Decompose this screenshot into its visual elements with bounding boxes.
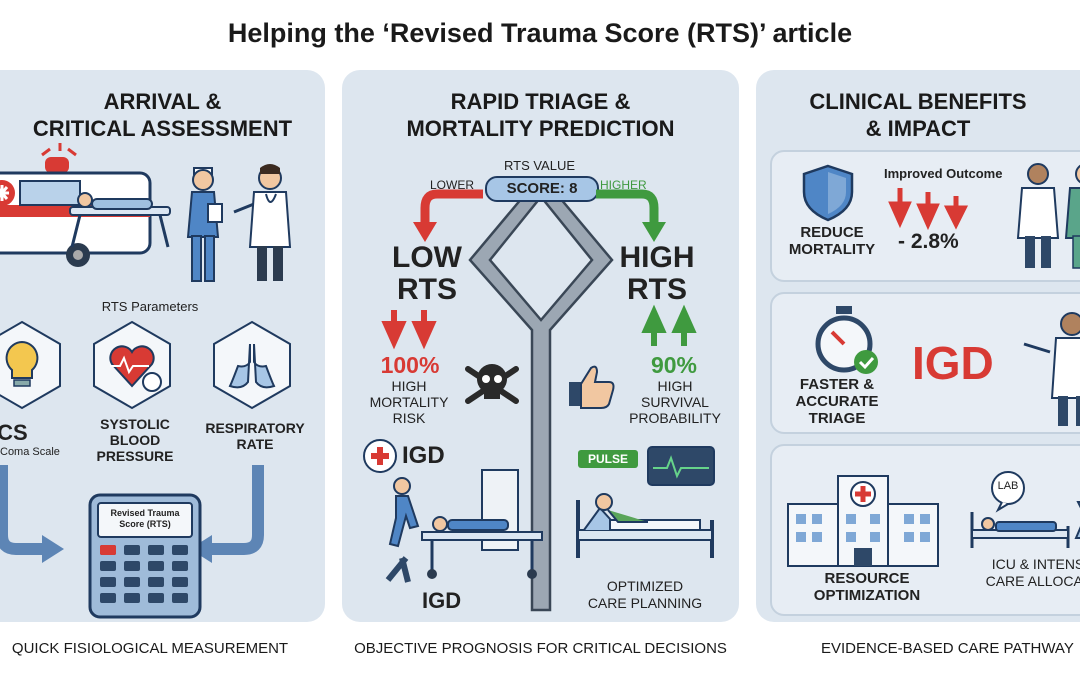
gcs-label: GCS (0, 420, 28, 445)
panel-benefits: CLINICAL BENEFITS & IMPACT REDUCE MORTAL… (756, 70, 1080, 622)
hospital-bed-icon (576, 493, 714, 558)
igd-bottom-label: IGD (422, 588, 462, 613)
icu-allocation-label: ICU & INTENS CARE ALLOCAT (985, 556, 1080, 589)
panel3-heading: CLINICAL BENEFITS & IMPACT (756, 88, 1080, 142)
decrease-arrows-icon (888, 188, 969, 231)
calculator-icon (88, 493, 202, 619)
panel2-caption: OBJECTIVE PROGNOSIS FOR CRITICAL DECISIO… (354, 640, 727, 657)
mortality-delta-value: - 2.8% (898, 230, 959, 253)
faster-triage-label: FASTER & ACCURATE TRIAGE (795, 376, 879, 427)
doctor-pointing-icon (1023, 312, 1080, 426)
survival-label: HIGH SURVIVAL PROBABILITY (629, 378, 721, 426)
page-title: Helping the ‘Revised Trauma Score (RTS)’… (227, 18, 853, 48)
up-arrows-icon (641, 304, 697, 346)
score-badge: SCORE: 8 (485, 176, 599, 202)
panel2-heading-line1: RAPID TRIAGE & (450, 89, 631, 114)
panel3-caption: EVIDENCE-BASED CARE PATHWAY (821, 640, 1074, 657)
high-rts-label: HIGH RTS (619, 241, 695, 306)
rts-parameters-label: RTS Parameters (101, 299, 199, 314)
medical-cross-icon (363, 439, 397, 473)
resource-card: RESOURCE OPTIMIZATION LAB ICU & INTENS C… (770, 444, 1080, 616)
lower-label: LOWER (430, 178, 475, 192)
panel-triage: RAPID TRIAGE & MORTALITY PREDICTION RTS … (342, 70, 739, 622)
reduce-mortality-card: REDUCE MORTALITY Improved Outcome - 2.8% (770, 150, 1080, 282)
lab-label: LAB (997, 480, 1019, 492)
icu-bed-icon (970, 501, 1080, 548)
care-team-icon (1016, 163, 1080, 269)
panel3-heading-line2: & IMPACT (865, 116, 971, 141)
brain-lightbulb-icon (0, 320, 61, 410)
panel3-heading-line1: CLINICAL BENEFITS (809, 89, 1027, 114)
bp-label: SYSTOLIC BLOOD PRESSURE (96, 416, 174, 464)
flow-arrows-icon (0, 465, 264, 563)
low-rts-label: LOW RTS (392, 241, 462, 306)
panel1-caption: QUICK FISIOLOGICAL MEASUREMENT (11, 640, 289, 657)
panel2-heading-line2: MORTALITY PREDICTION (406, 116, 675, 141)
igd-big-label: IGD (912, 337, 994, 389)
lab-bubble-icon (991, 471, 1025, 513)
nurse-figure-icon (186, 167, 223, 282)
lower-arrow-icon (413, 189, 483, 242)
pulse-tag: PULSE (578, 450, 638, 468)
panel1-heading-line1: ARRIVAL & (103, 89, 222, 114)
igd-top-label: IGD (402, 442, 445, 469)
hospital-building-icon (787, 475, 939, 567)
resource-optimization-label: RESOURCE OPTIMIZATION (813, 570, 921, 604)
doctor-figure-icon (233, 164, 292, 281)
high-percent: 90% (650, 352, 698, 378)
improved-outcome-label: Improved Outcome (884, 166, 1003, 181)
stopwatch-icon (815, 306, 878, 374)
skull-icon (465, 364, 519, 404)
shield-icon (802, 164, 854, 222)
heart-monitor-icon (647, 446, 715, 486)
panel2-heading: RAPID TRIAGE & MORTALITY PREDICTION (342, 88, 739, 142)
lungs-icon (213, 320, 291, 410)
rr-label: RESPIRATORY RATE (205, 420, 305, 452)
rts-value-label: RTS VALUE (503, 158, 576, 173)
thumbs-up-icon (569, 365, 615, 409)
faster-triage-card: FASTER & ACCURATE TRIAGE IGD (770, 292, 1080, 434)
stretcher-scene-icon (385, 469, 543, 583)
gcs-sublabel: Coma Scale (0, 446, 60, 458)
higher-label: HIGHER (600, 178, 647, 192)
low-percent: 100% (380, 352, 440, 378)
heart-pressure-icon (93, 320, 171, 410)
down-arrows-icon (381, 310, 437, 350)
panel1-heading-line2: CRITICAL ASSESSMENT (32, 116, 293, 141)
reduce-mortality-label: REDUCE MORTALITY (788, 224, 876, 258)
care-planning-label: OPTIMIZED CARE PLANNING (587, 578, 703, 611)
ambulance-icon (0, 143, 171, 267)
panel-arrival: ARRIVAL & CRITICAL ASSESSMENT RTS P (0, 70, 325, 622)
mortality-risk-label: HIGH MORTALITY RISK (369, 378, 449, 426)
panel1-heading: ARRIVAL & CRITICAL ASSESSMENT (0, 88, 325, 142)
calculator-label: Revised Trauma Score (RTS) (110, 508, 180, 529)
higher-arrow-icon (596, 189, 666, 242)
decision-tree-icon (468, 196, 614, 612)
